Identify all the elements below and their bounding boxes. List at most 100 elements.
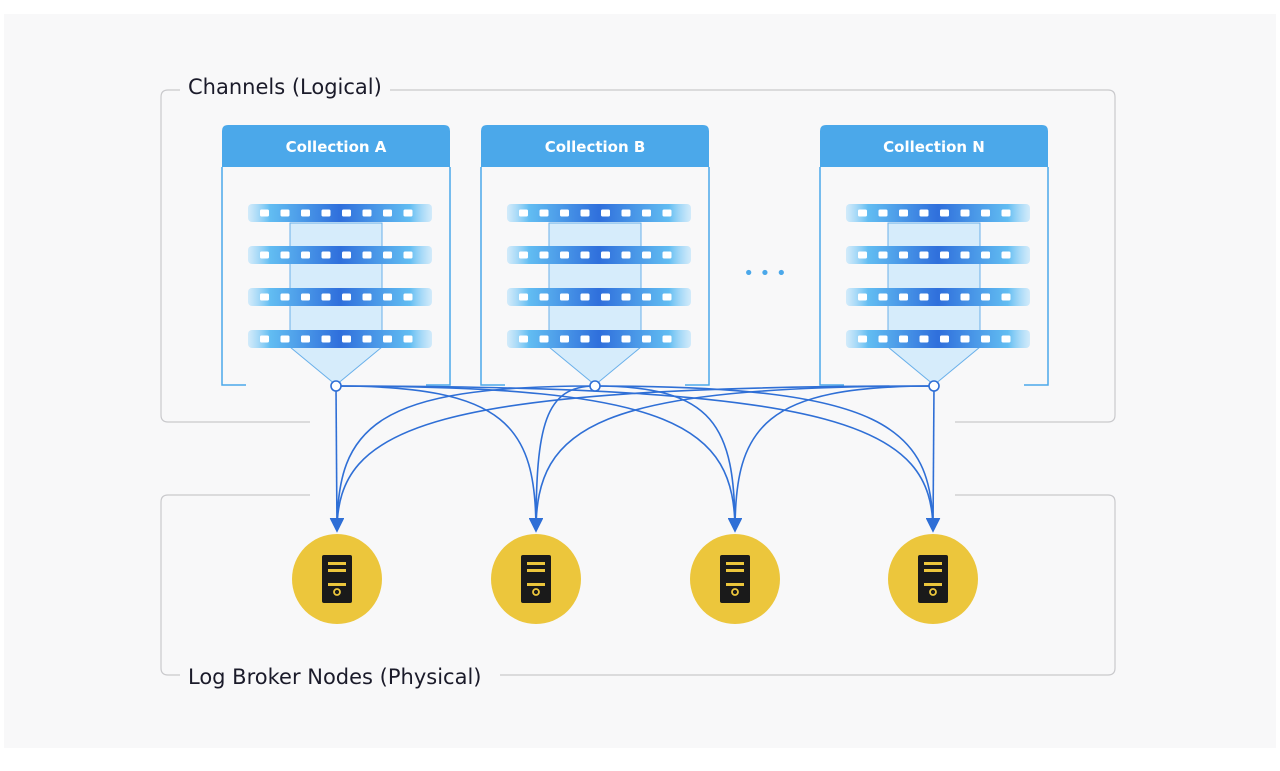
stream-bar [846, 288, 1030, 306]
channels-frame-left [160, 89, 310, 423]
message-block [642, 335, 651, 343]
card-bracket-right [426, 167, 451, 386]
message-block [1001, 251, 1011, 259]
message-block [280, 209, 290, 217]
message-block [280, 293, 290, 301]
message-block [519, 251, 528, 259]
stream-bar [248, 204, 432, 222]
message-block [539, 209, 549, 217]
message-block [940, 293, 949, 301]
message-block [1001, 335, 1011, 343]
message-block [301, 293, 310, 301]
brokers-label: Log Broker Nodes (Physical) [188, 665, 482, 689]
message-block [260, 251, 269, 259]
stream-row [248, 204, 432, 222]
broker-nodes [292, 534, 978, 624]
message-block [362, 293, 372, 301]
message-block [383, 293, 392, 301]
connection-edge [528, 385, 596, 533]
message-block [858, 251, 867, 259]
message-block [642, 293, 651, 301]
message-block [403, 335, 413, 343]
broker-node [292, 534, 382, 624]
card-bracket-left [819, 167, 844, 386]
channels-frame [390, 89, 1116, 423]
stream-row [846, 204, 1030, 222]
stream-area [507, 204, 691, 386]
message-block [981, 251, 990, 259]
message-block [981, 209, 990, 217]
message-block [260, 335, 269, 343]
message-block [858, 335, 867, 343]
message-block [362, 209, 372, 217]
card-header [222, 125, 450, 167]
message-block [321, 293, 331, 301]
message-block [621, 209, 631, 217]
stream-row [248, 288, 432, 306]
message-block [403, 209, 413, 217]
message-block [539, 293, 549, 301]
message-block [403, 251, 413, 259]
message-block [642, 209, 651, 217]
stream-row [846, 288, 1030, 306]
broker-node [690, 534, 780, 624]
stream-row [507, 204, 691, 222]
stream-row [507, 246, 691, 264]
hub-node [589, 380, 601, 392]
collection-card: Collection A [221, 125, 451, 386]
message-block [560, 209, 569, 217]
message-block [899, 251, 908, 259]
message-block [1001, 209, 1011, 217]
message-block [899, 293, 908, 301]
message-block [642, 251, 651, 259]
message-block [519, 293, 528, 301]
message-block [919, 251, 929, 259]
card-bracket-right [685, 167, 710, 386]
message-block [621, 335, 631, 343]
message-block [301, 209, 310, 217]
message-block [960, 209, 970, 217]
message-block [940, 209, 949, 217]
background-panel [4, 14, 1276, 748]
message-block [260, 209, 269, 217]
message-block [539, 251, 549, 259]
message-block [1001, 293, 1011, 301]
message-block [981, 293, 990, 301]
broker-node [888, 534, 978, 624]
message-block [260, 293, 269, 301]
message-block [301, 251, 310, 259]
collection-hubs [330, 380, 940, 392]
connection-edge [329, 385, 935, 533]
stream-bar [248, 288, 432, 306]
collection-card: Collection N [819, 125, 1049, 386]
collection-card: Collection B [480, 125, 710, 386]
message-block [601, 293, 610, 301]
brokers-frame [500, 494, 1116, 676]
stream-row [846, 246, 1030, 264]
message-block [560, 251, 569, 259]
message-block [662, 293, 672, 301]
message-block [621, 293, 631, 301]
message-block [539, 335, 549, 343]
connection-edge [335, 385, 743, 533]
message-block [280, 251, 290, 259]
message-block [383, 251, 392, 259]
message-block [858, 293, 867, 301]
stream-bar [507, 204, 691, 222]
message-block [940, 335, 949, 343]
stream-bar [507, 330, 691, 348]
message-block [662, 251, 672, 259]
connection-edge [329, 385, 596, 533]
server-icon [521, 555, 551, 603]
message-block [919, 335, 929, 343]
stream-row [846, 330, 1030, 348]
message-block [919, 293, 929, 301]
message-block [878, 209, 888, 217]
message-block [601, 251, 610, 259]
brokers-frame-left [160, 494, 310, 676]
message-block [580, 293, 590, 301]
message-block [878, 251, 888, 259]
stream-bar [507, 288, 691, 306]
